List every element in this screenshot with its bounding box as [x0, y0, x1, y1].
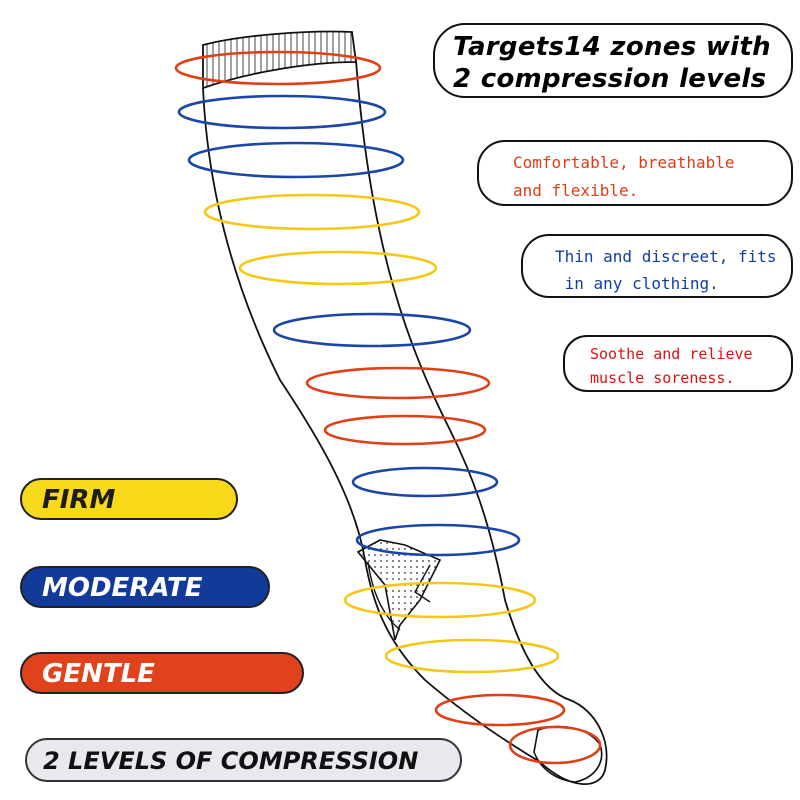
feature-line: Soothe and relieve — [590, 345, 753, 363]
sock-cuff — [202, 30, 358, 90]
feature-bubble-soothe: Soothe and relieve muscle soreness. — [563, 335, 793, 392]
compression-ring-yellow — [343, 581, 537, 619]
headline-line-1: Targets14 zones with — [453, 32, 771, 62]
legend-moderate: MODERATE — [20, 566, 270, 608]
compression-ring-red — [434, 693, 566, 727]
compression-ring-red — [323, 414, 487, 446]
compression-ring-yellow — [238, 250, 438, 286]
headline-line-2: 2 compression levels — [453, 64, 767, 94]
heel-mesh — [356, 539, 442, 641]
compression-ring-blue — [355, 523, 521, 557]
feature-line: Comfortable, breathable — [513, 153, 735, 172]
compression-ring-red — [174, 50, 382, 86]
feature-line: in any clothing. — [555, 274, 719, 293]
legend-firm: FIRM — [20, 478, 238, 520]
compression-zones — [174, 50, 602, 765]
compression-ring-blue — [187, 141, 405, 179]
legend-gentle: GENTLE — [20, 652, 304, 694]
feature-line: Thin and discreet, fits — [555, 247, 777, 266]
feature-bubble-comfort: Comfortable, breathable and flexible. — [477, 140, 793, 206]
compression-ring-blue — [351, 466, 499, 498]
feature-bubble-discreet: Thin and discreet, fits in any clothing. — [521, 234, 793, 298]
compression-ring-yellow — [203, 193, 421, 231]
compression-ring-red — [508, 725, 602, 765]
feature-line: and flexible. — [513, 181, 639, 200]
compression-ring-yellow — [384, 638, 560, 674]
feature-line: muscle soreness. — [590, 369, 735, 387]
compression-ring-blue — [177, 94, 387, 130]
sock-outline — [202, 59, 608, 785]
compression-ring-red — [305, 366, 491, 400]
headline-bubble: Targets14 zones with 2 compression level… — [433, 23, 793, 98]
legend-levels: 2 LEVELS OF COMPRESSION — [25, 738, 462, 782]
compression-ring-blue — [272, 312, 472, 348]
